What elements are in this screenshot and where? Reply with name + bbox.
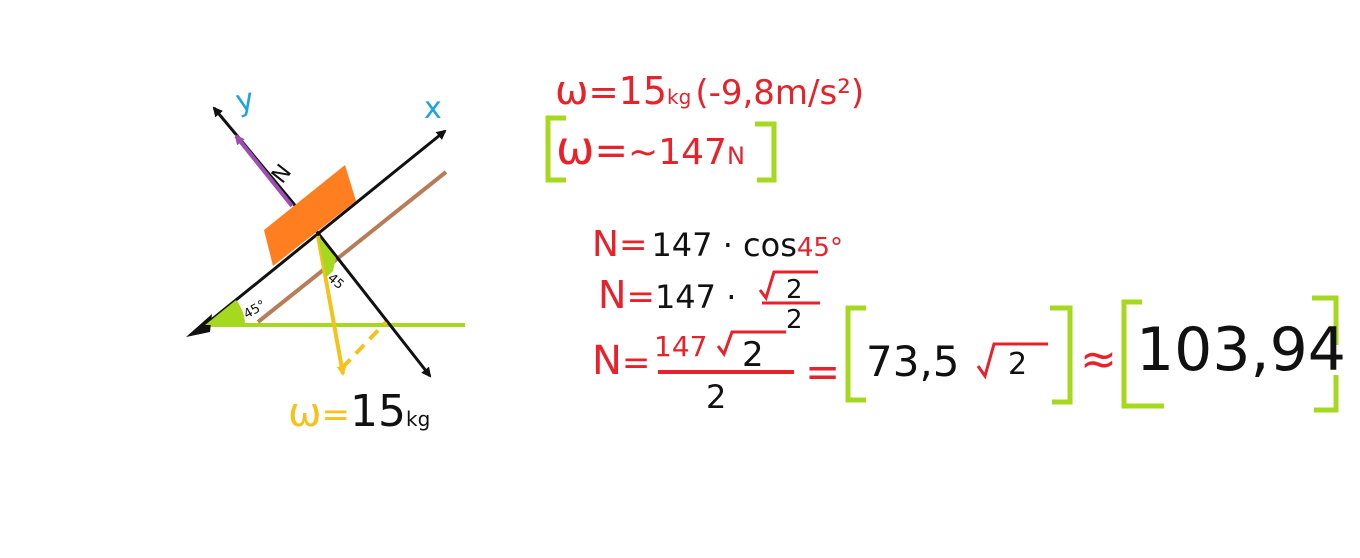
x-axis-label: x <box>424 91 442 126</box>
x-axis <box>204 129 447 327</box>
weight-value: 15 <box>350 386 406 437</box>
equation-line-1: ω=15kg(-9,8m/s²) <box>555 68 864 114</box>
eq5-final: 103,94 <box>1136 315 1346 385</box>
equation-line-2: ω=~147N <box>556 121 745 175</box>
eq4-eq: = <box>626 277 655 317</box>
weight-label: ω=15kg <box>288 386 430 437</box>
y-axis-label: y <box>233 82 258 120</box>
angle-right-arc <box>318 236 336 277</box>
eq5-root2: 2 <box>1008 347 1027 382</box>
weight-equals: = <box>322 395 351 435</box>
eq4-den: 2 <box>786 305 803 335</box>
bracket-final-right <box>1312 295 1339 413</box>
normal-force-arrow <box>234 134 294 208</box>
equations: ω=15kg(-9,8m/s²) ω=~147N N=147 · cos45° … <box>545 68 1346 416</box>
eq3-angle: 45° <box>797 233 843 263</box>
eq5-den: 2 <box>706 378 726 416</box>
angle-left-arc <box>205 300 245 325</box>
eq5-sqrt2-sign <box>976 342 1048 380</box>
eq2-unit: N <box>727 142 745 170</box>
bracket-w-right <box>755 121 777 183</box>
eq5-approx: ≈ <box>1080 334 1117 385</box>
eq5-num: 147 <box>654 330 707 363</box>
x-axis-left-arrowhead <box>186 314 212 337</box>
eq3-expr: 147 · cos <box>651 226 796 264</box>
eq1-factor: (-9,8m/s²) <box>695 73 864 113</box>
eq5-result: 73,5 <box>866 337 960 386</box>
eq1-lhs: ω <box>555 68 589 114</box>
eq4-expr: 147 · <box>655 278 736 316</box>
eq5-sqrt-sign <box>716 330 786 358</box>
weight-unit: kg <box>406 407 430 431</box>
eq1-eq: = <box>589 72 619 113</box>
eq2-value: ~147 <box>628 132 727 173</box>
block <box>264 165 356 266</box>
weight-arrow <box>316 235 347 376</box>
eq1-value: 15 <box>619 69 667 113</box>
equation-line-4: N=147 · <box>598 273 736 317</box>
eq2-lhs: ω <box>556 121 595 175</box>
equation-line-3: N=147 · cos45° <box>592 224 843 265</box>
normal-force-label: N <box>267 160 297 188</box>
eq5-eq2: = <box>805 347 840 396</box>
eq4-root: 2 <box>786 275 803 305</box>
eq3-lhs: N <box>592 224 619 265</box>
bracket-result-left <box>845 305 866 403</box>
eq5-root: 2 <box>742 335 764 375</box>
eq2-eq: = <box>595 128 629 174</box>
eq3-eq: = <box>619 225 648 265</box>
eq5-n: N <box>592 338 622 384</box>
perpendicular-axis <box>316 232 432 378</box>
eq4-lhs: N <box>598 273 626 317</box>
weight-symbol: ω <box>288 390 322 436</box>
bracket-w-left <box>545 115 566 183</box>
eq5-eq: = <box>622 343 651 383</box>
eq5-lhs: N= <box>592 338 650 384</box>
eq4-sqrt-sign <box>758 270 818 302</box>
bracket-final-left <box>1121 299 1164 409</box>
free-body-diagram: x y N 45° 45 ω=15kg <box>186 82 465 437</box>
bracket-result-right <box>1050 305 1073 405</box>
incline-line <box>256 170 448 324</box>
eq1-unit: kg <box>667 85 691 109</box>
weight-component-dashed <box>340 320 388 370</box>
